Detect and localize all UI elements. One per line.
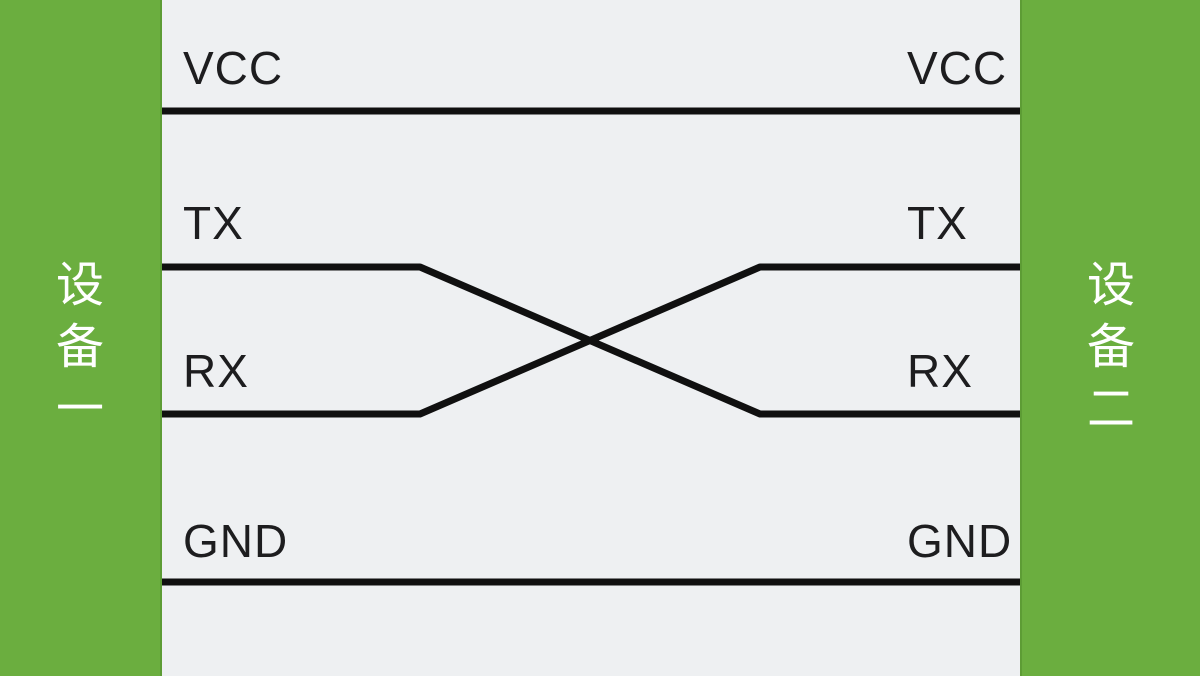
- device-two-char-2: 备: [1086, 321, 1135, 374]
- device-two-label: 设 备 二: [1087, 255, 1135, 441]
- device-one-char-1: 设: [55, 259, 104, 312]
- pin-label-right-vcc: VCC: [907, 42, 1008, 94]
- device-one-panel: 设 备 一: [0, 0, 162, 676]
- device-two-char-3: 二: [1086, 383, 1135, 436]
- device-one-char-2: 备: [55, 321, 104, 374]
- pin-label-left-vcc: VCC: [183, 42, 284, 94]
- device-two-char-1: 设: [1086, 259, 1135, 312]
- pin-label-right-rx: RX: [907, 345, 973, 397]
- device-one-char-3: 一: [55, 383, 104, 436]
- wire-layer: [162, 107, 1020, 586]
- device-one-label: 设 备 一: [56, 255, 104, 441]
- pin-label-left-tx: TX: [183, 197, 244, 249]
- pin-label-right-tx: TX: [907, 197, 968, 249]
- pin-label-left-rx: RX: [183, 345, 249, 397]
- pin-label-left-gnd: GND: [183, 515, 289, 567]
- rx-to-tx-crossover-wire: [162, 263, 1020, 418]
- device-two-panel: 设 备 二: [1020, 0, 1200, 676]
- pin-label-right-gnd: GND: [907, 515, 1013, 567]
